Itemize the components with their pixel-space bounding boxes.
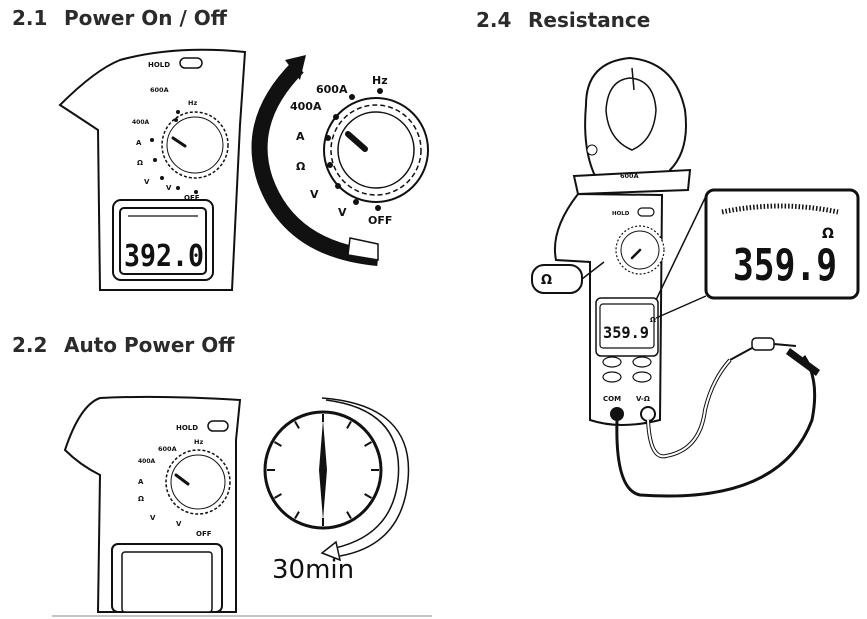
- v-ohm-jack: [640, 406, 656, 422]
- enlarged-label-ohm: Ω: [296, 160, 306, 173]
- rotation-arrow: [251, 61, 379, 266]
- clock-tick: [364, 441, 372, 447]
- enlarged-label-off: OFF: [368, 214, 392, 227]
- section-number: 2.1: [12, 6, 48, 30]
- terminal-v-ohm-label: V-Ω: [636, 395, 650, 403]
- dial-enlarged-illustration: 600A Hz 400A A Ω V V OFF: [251, 55, 429, 266]
- clock-tick: [294, 511, 300, 519]
- callout-unit: Ω: [822, 226, 834, 242]
- button-backlight: [602, 356, 622, 368]
- lcd-reading: 392.0: [124, 239, 204, 274]
- hold-button: [179, 57, 203, 69]
- section-heading-auto-power-off: 2.2 Auto Power Off: [12, 333, 234, 357]
- section-number: 2.2: [12, 333, 48, 357]
- dial-pointer: [171, 136, 187, 148]
- black-test-lead: [615, 355, 817, 498]
- lcd-screen: [119, 207, 207, 275]
- enlarged-label-hz: Hz: [372, 74, 388, 87]
- enlarged-dial-pointer: [345, 131, 368, 152]
- rotary-dial-inner: [166, 116, 224, 174]
- dial-label-v-ac: V: [166, 184, 172, 192]
- ohm-selector-badge: [531, 264, 583, 294]
- clock-tick: [346, 421, 352, 429]
- section-heading-power-on-off: 2.1 Power On / Off: [12, 6, 227, 30]
- dial-label-a-ac: A: [136, 139, 142, 147]
- meter-illustration-power: HOLD 600A Hz 400A A Ω V V OFF 392.0: [58, 48, 247, 291]
- dial-label-400a: 400A: [132, 119, 150, 126]
- lcd-unit: Ω: [650, 316, 656, 324]
- com-jack: [610, 407, 624, 421]
- enlarged-label-600a: 600A: [316, 83, 348, 96]
- section-heading-resistance: 2.4 Resistance: [476, 8, 650, 32]
- dial-label-v-dc: V: [150, 514, 156, 522]
- enlarged-label-v-ac: V: [338, 206, 347, 219]
- elapsed-arrow: [325, 399, 400, 549]
- timer-label: 30min: [272, 555, 354, 585]
- section-title: Power On / Off: [64, 6, 227, 30]
- clock-hands: [319, 420, 327, 520]
- meter-illustration-auto-off: HOLD 600A Hz 400A A Ω V V OFF: [63, 395, 242, 613]
- ohm-badge-label: Ω: [541, 273, 552, 288]
- lcd-reading: 359.9: [603, 323, 649, 342]
- lcd-screen: [599, 303, 655, 349]
- clock-tick: [364, 493, 372, 499]
- section-title: Auto Power Off: [64, 333, 235, 357]
- button-mode: [602, 371, 622, 383]
- clock-tick: [346, 511, 352, 519]
- timer-illustration: 30min: [263, 397, 410, 585]
- callout-reading: 359.9: [733, 240, 837, 291]
- hold-label: HOLD: [148, 61, 170, 69]
- dial-label-600a: 600A: [150, 86, 169, 94]
- button-peak: [632, 371, 652, 383]
- enlarged-label-a-ac: A: [296, 130, 305, 143]
- terminal-com-label: COM: [603, 395, 621, 403]
- enlarged-label-400a: 400A: [290, 100, 322, 113]
- dial-label-v-dc: V: [144, 178, 150, 186]
- dial-label-off: OFF: [196, 530, 212, 538]
- dial-label-hz: Hz: [188, 99, 197, 107]
- dial-label-v-ac: V: [176, 520, 182, 528]
- lcd-screen: [121, 551, 213, 613]
- clock-tick: [274, 493, 282, 499]
- section-number: 2.4: [476, 8, 512, 32]
- lcd-callout: [704, 188, 860, 300]
- dial-label-ohm: Ω: [137, 159, 143, 167]
- clock-tick: [274, 441, 282, 447]
- model-label: 600A: [620, 172, 639, 180]
- dial-label-400a: 400A: [138, 458, 156, 465]
- button-zero: [632, 356, 652, 368]
- dial-label-a-ac: A: [138, 478, 144, 486]
- dial-label-hz: Hz: [194, 438, 203, 446]
- clamp-meter-illustration: 600A HOLD 359.9 Ω COM V-Ω Ω: [531, 56, 860, 498]
- hold-button: [207, 420, 229, 432]
- dial-label-ohm: Ω: [138, 495, 144, 503]
- hold-label: HOLD: [176, 424, 198, 432]
- dial-label-off: OFF: [184, 194, 200, 202]
- clock-tick: [294, 421, 300, 429]
- enlarged-label-v-dc: V: [310, 188, 319, 201]
- hold-label: HOLD: [612, 211, 630, 217]
- dial-label-600a: 600A: [158, 445, 177, 453]
- section-title: Resistance: [528, 8, 651, 32]
- resistor: [751, 337, 775, 351]
